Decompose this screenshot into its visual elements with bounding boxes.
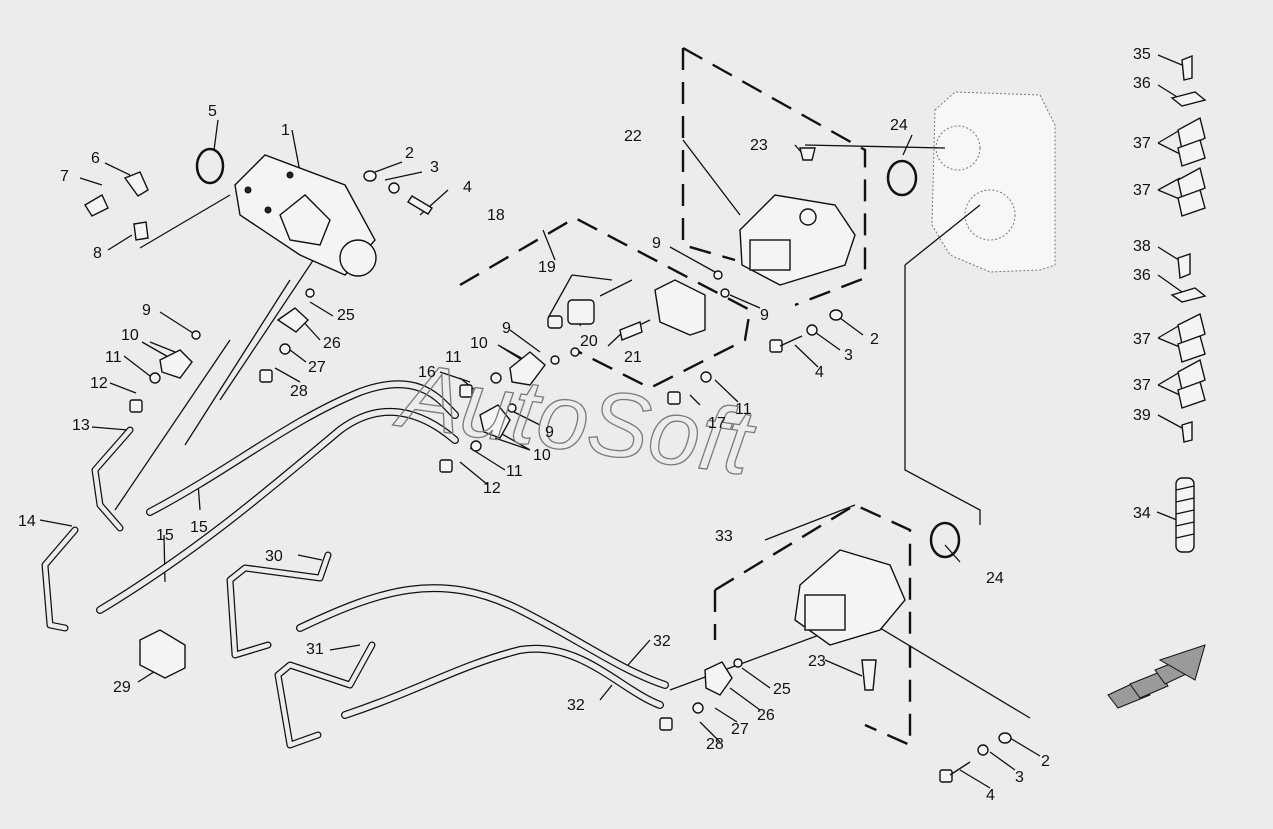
callout-9: 9 — [502, 320, 511, 337]
callout-12: 12 — [483, 480, 501, 497]
callout-8: 8 — [93, 245, 102, 262]
callout-3: 3 — [844, 347, 853, 364]
callout-1: 1 — [281, 122, 290, 139]
callout-37: 37 — [1133, 377, 1151, 394]
callout-11: 11 — [506, 463, 523, 480]
callout-4: 4 — [815, 364, 824, 381]
callout-10: 10 — [121, 327, 139, 344]
callout-26: 26 — [323, 335, 341, 352]
callout-9: 9 — [142, 302, 151, 319]
gearbox-housing-outline — [931, 91, 1056, 273]
callout-36: 36 — [1133, 75, 1151, 92]
callout-11: 11 — [105, 349, 122, 366]
callout-5: 5 — [208, 103, 217, 120]
callout-33: 33 — [715, 528, 733, 545]
callout-24: 24 — [986, 570, 1004, 587]
callout-27: 27 — [308, 359, 326, 376]
callout-38: 38 — [1133, 238, 1151, 255]
bolts — [129, 147, 971, 783]
distributor-block — [547, 279, 706, 336]
callout-39: 39 — [1133, 407, 1151, 424]
callout-30: 30 — [265, 548, 283, 565]
callout-7: 7 — [60, 168, 69, 185]
callout-14: 14 — [18, 513, 36, 530]
callout-26: 26 — [757, 707, 775, 724]
callout-10: 10 — [470, 335, 488, 352]
callout-34: 34 — [1133, 505, 1151, 522]
callout-6: 6 — [91, 150, 100, 167]
group-outline-18 — [459, 216, 752, 390]
pipes-and-hoses — [41, 380, 669, 749]
callout-3: 3 — [1015, 769, 1024, 786]
elbow-fittings — [84, 171, 643, 341]
callout-25: 25 — [773, 681, 791, 698]
callout-32: 32 — [567, 697, 585, 714]
hardware-stack — [1170, 54, 1207, 553]
callout-2: 2 — [405, 145, 414, 162]
group-outline-33 — [713, 503, 912, 747]
callout-16: 16 — [418, 364, 436, 381]
callout-37: 37 — [1133, 182, 1151, 199]
callout-2: 2 — [870, 331, 879, 348]
main-valve-block — [234, 154, 377, 277]
callout-23: 23 — [808, 653, 826, 670]
callout-20: 20 — [580, 333, 598, 350]
callout-31: 31 — [306, 641, 324, 658]
callout-23: 23 — [750, 137, 768, 154]
callout-37: 37 — [1133, 331, 1151, 348]
callout-36: 36 — [1133, 267, 1151, 284]
clamps — [139, 307, 733, 696]
callout-27: 27 — [731, 721, 749, 738]
callout-25: 25 — [337, 307, 355, 324]
callout-17: 17 — [708, 415, 726, 432]
callout-4: 4 — [986, 787, 995, 804]
group-outline-22b — [682, 46, 867, 307]
callout-29: 29 — [113, 679, 131, 696]
callout-12: 12 — [90, 375, 108, 392]
callout-2: 2 — [1041, 753, 1050, 770]
callout-37: 37 — [1133, 135, 1151, 152]
pump-unit-lower — [794, 549, 906, 646]
callout-18: 18 — [487, 207, 505, 224]
callout-15: 15 — [156, 527, 174, 544]
callout-9: 9 — [652, 235, 661, 252]
o-rings — [191, 147, 961, 668]
callout-35: 35 — [1133, 46, 1151, 63]
callout-9: 9 — [760, 307, 769, 324]
callout-32: 32 — [653, 633, 671, 650]
callout-9: 9 — [545, 424, 554, 441]
callout-10: 10 — [533, 447, 551, 464]
callout-3: 3 — [430, 159, 439, 176]
washers — [149, 170, 1012, 756]
callout-21: 21 — [624, 349, 642, 366]
callout-15: 15 — [190, 519, 208, 536]
callout-11: 11 — [445, 349, 462, 366]
pump-unit-upper — [739, 194, 856, 286]
callout-28: 28 — [290, 383, 308, 400]
group-outline-22 — [681, 48, 736, 262]
callout-19: 19 — [538, 259, 556, 276]
callout-22: 22 — [624, 128, 642, 145]
callout-28: 28 — [706, 736, 724, 753]
callout-4: 4 — [463, 179, 472, 196]
callout-13: 13 — [72, 417, 90, 434]
callout-labels: 1 2 3 4 5 6 7 8 9 10 11 12 13 14 15 15 1… — [18, 46, 1151, 804]
callout-24: 24 — [890, 117, 908, 134]
callout-11: 11 — [735, 401, 752, 418]
direction-arrow-icon — [1107, 644, 1206, 709]
